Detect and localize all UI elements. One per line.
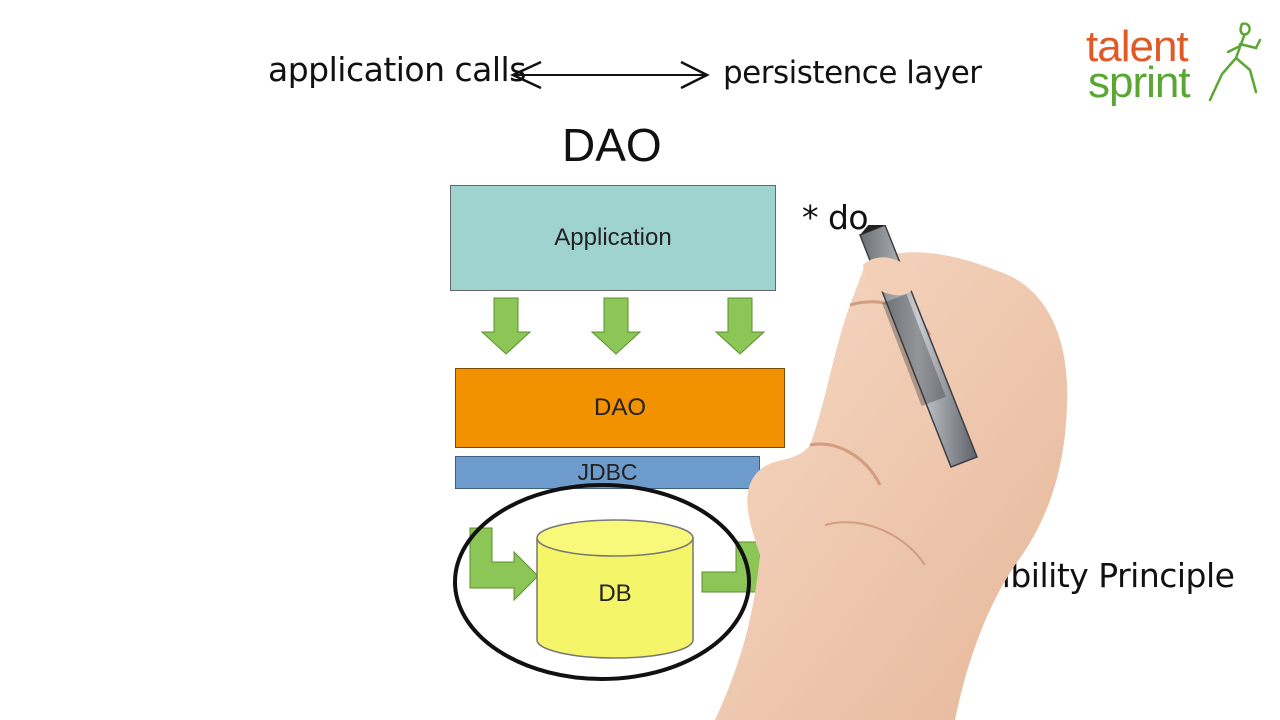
logo-talent-text: talent — [1086, 22, 1189, 71]
db-label: DB — [598, 580, 632, 607]
partial-note-text: * do — [802, 198, 869, 237]
db-area — [453, 483, 761, 681]
left-bent-arrow-icon — [469, 527, 539, 602]
diagram-title: DAO — [562, 119, 662, 171]
runner-icon — [1208, 22, 1262, 102]
application-box: Application — [450, 185, 776, 291]
down-arrow-icon — [714, 297, 766, 355]
db-highlight-circle — [453, 483, 751, 681]
double-arrow-icon — [510, 60, 710, 90]
talentsprint-logo: talent sprint — [1086, 22, 1262, 112]
dao-label: DAO — [593, 394, 646, 421]
down-arrows-group — [480, 297, 766, 355]
db-cylinder-icon — [536, 519, 694, 659]
down-arrow-icon — [590, 297, 642, 355]
logo-sprint-text: sprint — [1088, 58, 1191, 107]
hand-with-marker-image — [715, 225, 1068, 720]
down-arrow-icon — [480, 297, 532, 355]
application-label: Application — [554, 224, 672, 251]
persistence-layer-text: persistence layer — [723, 55, 982, 91]
application-calls-text: application calls — [268, 50, 526, 89]
jdbc-box: JDBC — [455, 456, 760, 489]
dao-box: DAO — [455, 368, 785, 448]
principle-text: sibility Principle — [985, 556, 1235, 595]
jdbc-label: JDBC — [577, 459, 638, 485]
